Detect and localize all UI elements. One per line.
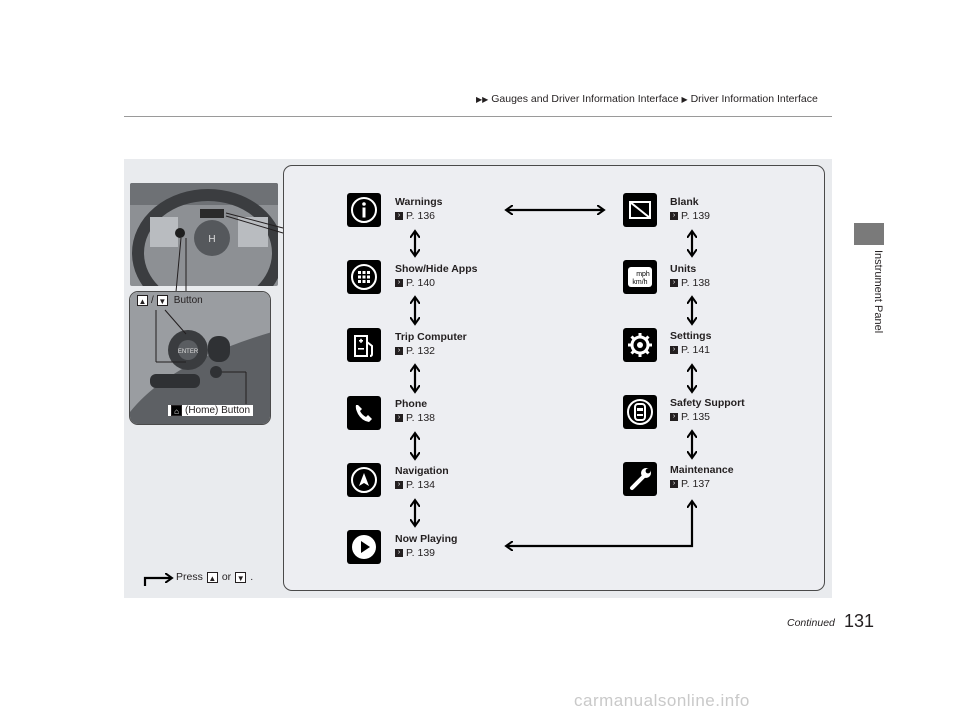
page-ref-icon: ›: [670, 413, 678, 421]
menu-item-name: Blank: [670, 196, 699, 208]
units-kmh-text: km/h: [632, 279, 647, 286]
page-ref-icon: ›: [670, 212, 678, 220]
menu-item-settings[interactable]: Settings ›P. 141: [670, 329, 711, 357]
info-icon[interactable]: [347, 193, 381, 227]
page-ref: P. 136: [406, 210, 436, 222]
home-button-label: ⌂ (Home) Button: [168, 405, 254, 416]
section-label: Instrument Panel: [872, 250, 884, 334]
breadcrumb-arrow-icon: ▶▶: [476, 95, 489, 104]
breadcrumb-arrow-icon: ▶: [681, 95, 688, 104]
menu-item-show-hide-apps[interactable]: Show/Hide Apps ›P. 140: [395, 262, 477, 290]
page-ref-icon: ›: [395, 279, 403, 287]
page-ref: P. 141: [681, 344, 711, 356]
up-key-icon: ▲: [137, 295, 148, 306]
page-ref: P. 134: [406, 479, 436, 491]
wrench-icon[interactable]: [623, 462, 657, 496]
page-ref: P. 137: [681, 478, 711, 490]
home-label-text: (Home) Button: [185, 405, 251, 416]
page-ref: P. 139: [406, 547, 436, 559]
menu-item-name: Warnings: [395, 196, 443, 208]
page-ref: P. 132: [406, 345, 436, 357]
down-key-icon: ▼: [235, 571, 247, 583]
menu-item-blank[interactable]: Blank ›P. 139: [670, 195, 710, 223]
menu-item-name: Maintenance: [670, 464, 734, 476]
menu-item-name: Safety Support: [670, 397, 745, 409]
menu-item-name: Now Playing: [395, 533, 458, 545]
page-ref-icon: ›: [670, 346, 678, 354]
navigation-arrow-icon[interactable]: [347, 463, 381, 497]
menu-item-units[interactable]: Units ›P. 138: [670, 262, 710, 290]
menu-item-name: Phone: [395, 398, 428, 410]
page-ref: P. 140: [406, 277, 436, 289]
press-legend: Press ▲ or ▼.: [176, 571, 254, 583]
menu-item-now-playing[interactable]: Now Playing ›P. 139: [395, 532, 457, 560]
apps-grid-icon[interactable]: [347, 260, 381, 294]
menu-item-trip-computer[interactable]: Trip Computer ›P. 132: [395, 330, 467, 358]
page-ref-icon: ›: [395, 212, 403, 220]
breadcrumb: ▶▶ Gauges and Driver Information Interfa…: [476, 93, 818, 105]
page-ref: P. 135: [681, 411, 711, 423]
breadcrumb-item-gauges[interactable]: Gauges and Driver Information Interface: [491, 93, 679, 105]
menu-item-warnings[interactable]: Warnings ›P. 136: [395, 195, 442, 223]
page-ref: P. 138: [406, 412, 436, 424]
button-label-text: Button: [173, 295, 203, 306]
page-ref-icon: ›: [395, 481, 403, 489]
breadcrumb-item-dii[interactable]: Driver Information Interface: [690, 93, 818, 105]
section-tab-marker: [854, 223, 884, 245]
steering-controls-callout: ENTER ▲/▼ Button ⌂ (Home) Button: [129, 291, 271, 425]
menu-item-name: Trip Computer: [395, 331, 467, 343]
fuel-pump-icon[interactable]: [347, 328, 381, 362]
blank-screen-icon[interactable]: [623, 193, 657, 227]
play-icon[interactable]: [347, 530, 381, 564]
up-down-button-label: ▲/▼ Button: [137, 295, 203, 306]
up-key-icon: ▲: [206, 571, 218, 583]
menu-flow-frame: [283, 165, 825, 591]
menu-item-navigation[interactable]: Navigation ›P. 134: [395, 464, 449, 492]
menu-item-maintenance[interactable]: Maintenance ›P. 137: [670, 463, 734, 491]
page-ref-icon: ›: [395, 347, 403, 355]
page-ref-icon: ›: [395, 549, 403, 557]
page-ref: P. 138: [681, 277, 711, 289]
watermark: carmanualsonline.info: [574, 691, 750, 710]
header-divider: [124, 116, 832, 117]
continued-label: Continued: [787, 617, 835, 629]
down-key-icon: ▼: [156, 295, 168, 306]
menu-item-safety-support[interactable]: Safety Support ›P. 135: [670, 396, 745, 424]
gear-icon[interactable]: [623, 328, 657, 362]
menu-item-name: Show/Hide Apps: [395, 263, 478, 275]
enter-label: ENTER: [178, 349, 199, 355]
page-ref-icon: ›: [395, 414, 403, 422]
steering-wheel-image: H: [130, 183, 278, 286]
home-icon: ⌂: [171, 405, 182, 416]
units-mph-text: mph: [636, 271, 650, 278]
phone-icon[interactable]: [347, 396, 381, 430]
menu-item-name: Units: [670, 263, 697, 275]
page-number: 131: [844, 611, 875, 631]
page-ref-icon: ›: [670, 480, 678, 488]
menu-item-name: Settings: [670, 330, 712, 342]
page-ref-icon: ›: [670, 279, 678, 287]
safety-car-icon[interactable]: [623, 395, 657, 429]
page-ref: P. 139: [681, 210, 711, 222]
svg-text:H: H: [208, 234, 215, 245]
menu-item-phone[interactable]: Phone ›P. 138: [395, 397, 435, 425]
units-icon[interactable]: mph km/h: [623, 260, 657, 294]
press-text: Press: [176, 571, 203, 583]
menu-item-name: Navigation: [395, 465, 449, 477]
or-text: or: [221, 571, 232, 583]
